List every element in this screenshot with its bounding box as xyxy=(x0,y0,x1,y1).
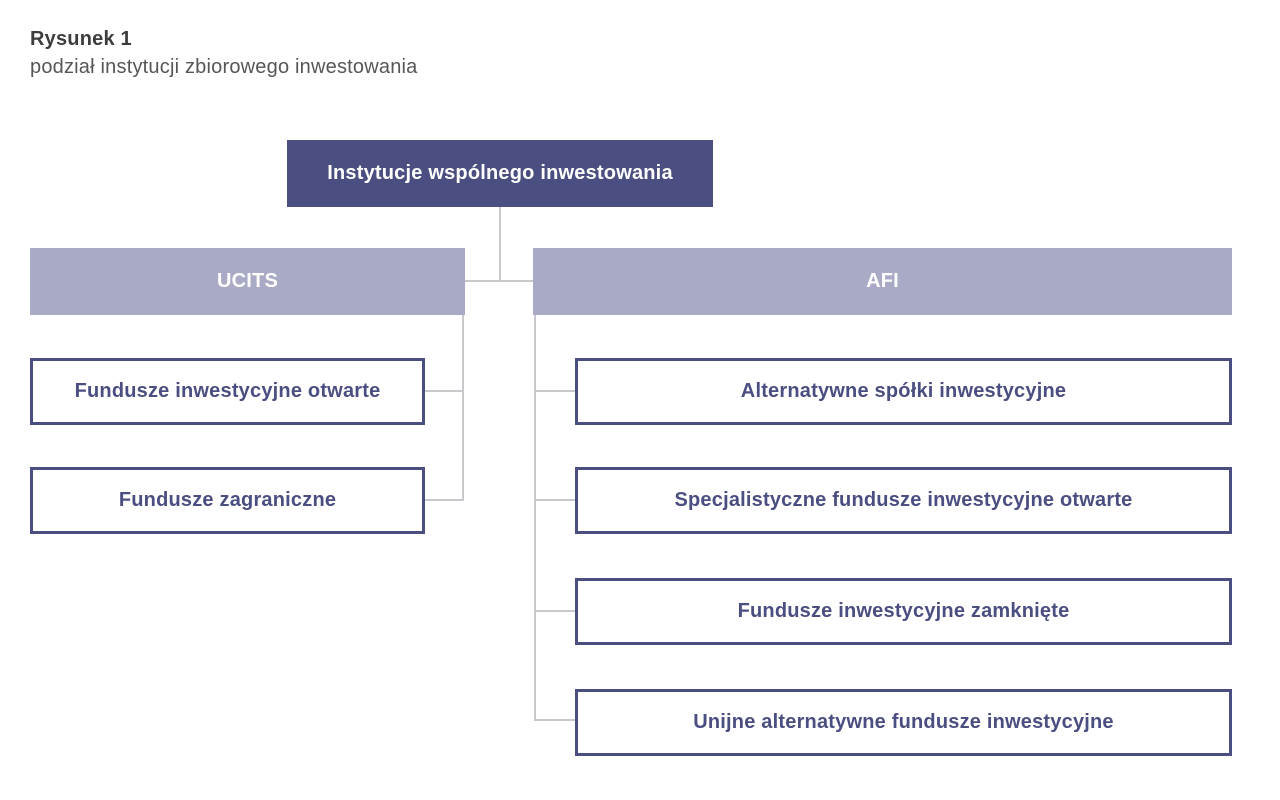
node-branch-afi: AFI xyxy=(533,248,1232,315)
node-root-instytucje-wspolnego-inwestowania: Instytucje wspólnego inwestowania xyxy=(287,140,713,207)
figure-caption: podział instytucji zbiorowego inwestowan… xyxy=(30,56,418,78)
connector-branches-horizontal xyxy=(464,280,534,282)
connector-afi-child-3 xyxy=(536,610,575,612)
connector-afi-child-4 xyxy=(536,719,575,721)
node-leaf-fundusze-inwestycyjne-zamkniete: Fundusze inwestycyjne zamknięte xyxy=(575,578,1232,645)
node-leaf-specjalistyczne-fundusze-inwestycyjne-otwarte: Specjalistyczne fundusze inwestycyjne ot… xyxy=(575,467,1232,534)
node-leaf-fundusze-inwestycyjne-otwarte: Fundusze inwestycyjne otwarte xyxy=(30,358,425,425)
connector-afi-child-2 xyxy=(536,499,575,501)
node-leaf-fundusze-zagraniczne: Fundusze zagraniczne xyxy=(30,467,425,534)
figure-label: Rysunek 1 xyxy=(30,28,132,50)
connector-root-vertical xyxy=(499,207,501,281)
connector-afi-child-1 xyxy=(536,390,575,392)
node-branch-ucits: UCITS xyxy=(30,248,465,315)
node-leaf-alternatywne-spolki-inwestycyjne: Alternatywne spółki inwestycyjne xyxy=(575,358,1232,425)
connector-ucits-vertical xyxy=(462,315,464,501)
connector-ucits-child-1 xyxy=(425,390,464,392)
connector-afi-vertical xyxy=(534,315,536,721)
node-leaf-unijne-alternatywne-fundusze-inwestycyjne: Unijne alternatywne fundusze inwestycyjn… xyxy=(575,689,1232,756)
connector-ucits-child-2 xyxy=(425,499,464,501)
